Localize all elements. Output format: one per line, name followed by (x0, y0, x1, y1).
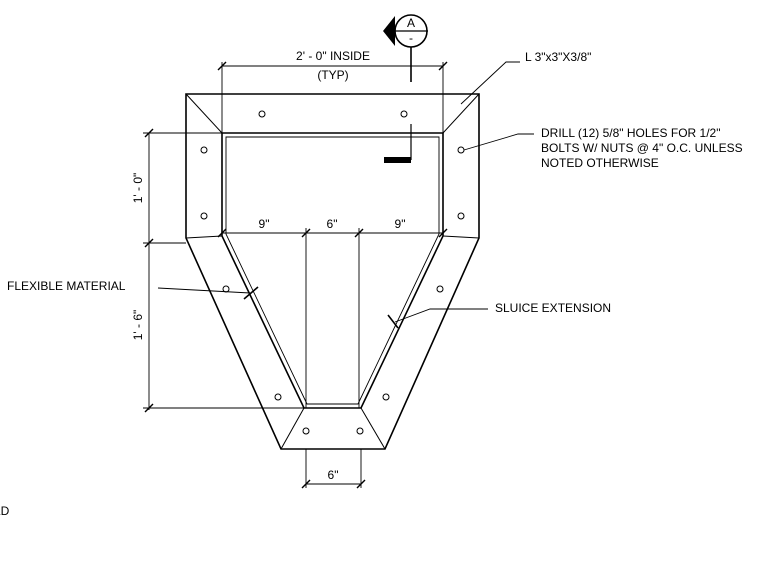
section-cut-line (384, 124, 412, 163)
segment-left-label: 9" (259, 217, 270, 231)
sluice-callout: SLUICE EXTENSION (495, 301, 611, 315)
bolt-holes (200, 110, 465, 435)
sluice-tick (387, 314, 399, 329)
inner-opening-outline (221, 132, 444, 409)
bolt-hole (200, 146, 208, 154)
top-width-label: 2' - 0" INSIDE (296, 49, 370, 63)
bolt-hole (302, 427, 310, 435)
lower-height-label: 1' - 6" (131, 310, 145, 341)
flexible-tick (243, 286, 259, 300)
bolt-hole (457, 146, 465, 154)
bolt-hole (200, 212, 208, 220)
drill-callout-line3: NOTED OTHERWISE (541, 156, 659, 170)
bolt-hole (258, 110, 266, 118)
bolt-hole (457, 212, 465, 220)
miter-lines (185, 93, 480, 450)
inner-angle-leg-line (225, 136, 440, 405)
drill-callout-line2: BOLTS W/ NUTS @ 4" O.C. UNLESS (541, 141, 743, 155)
edge-fragment-text: LD (0, 504, 10, 518)
bolt-hole (356, 427, 364, 435)
bolt-hole (222, 285, 230, 293)
flexible-leader (157, 287, 251, 294)
drill-leader (463, 133, 534, 151)
bolt-hole (382, 393, 390, 401)
upper-height-label: 1' - 0" (131, 173, 145, 204)
angle-callout: L 3"x3"X3/8" (525, 50, 591, 64)
drill-callout-line1: DRILL (12) 5/8" HOLES FOR 1/2" (541, 126, 720, 140)
top-width-note: (TYP) (317, 68, 348, 82)
vertical-dimensions (143, 128, 304, 413)
bolt-hole (436, 285, 444, 293)
bottom-width-label: 6" (328, 468, 339, 482)
bottom-width-dimension (301, 449, 366, 489)
section-marker: A - (383, 14, 428, 82)
sluice-leader (394, 308, 488, 323)
section-sheet: - (409, 31, 413, 45)
top-width-dimension (217, 61, 448, 134)
bolt-hole (400, 110, 408, 118)
segment-dimensions (217, 228, 448, 408)
bolt-hole (274, 393, 282, 401)
flexible-callout: FLEXIBLE MATERIAL (7, 279, 126, 293)
outer-frame-outline (185, 93, 480, 450)
segment-right-label: 9" (395, 217, 406, 231)
angle-leader (460, 61, 520, 105)
segment-mid-label: 6" (327, 217, 338, 231)
section-letter: A (407, 16, 415, 30)
